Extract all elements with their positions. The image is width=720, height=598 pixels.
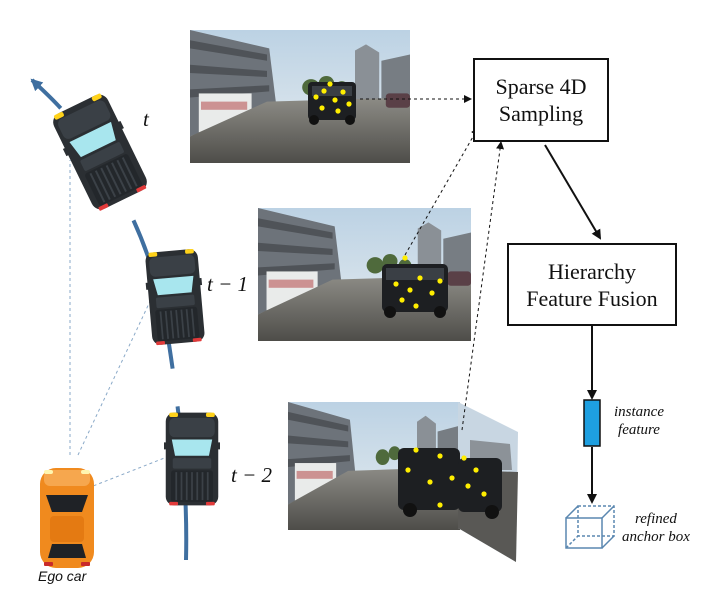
ego-car-label: Ego car (38, 568, 87, 584)
hierarchy-box-line2: Feature Fusion (526, 285, 658, 311)
refined-anchor-box-label: refined anchor box (622, 510, 690, 546)
sampling-arrows (360, 95, 505, 431)
instance-feature-line2: feature (618, 422, 660, 438)
instance-feature-icon (583, 399, 601, 447)
target-vehicle (398, 448, 502, 519)
camera-image (190, 30, 410, 163)
ego-car-icon (40, 468, 94, 568)
instance-feature-label: instance feature (614, 403, 664, 439)
time-label-t-minus-2: t − 2 (231, 463, 273, 487)
instance-feature-line1: instance (614, 404, 664, 420)
refined-line2: anchor box (622, 529, 690, 545)
ego-connections (69, 160, 173, 489)
truck-icon (47, 88, 153, 216)
truck-icon (164, 411, 220, 507)
time-label-t: t (143, 107, 149, 131)
sample-points (405, 447, 487, 508)
refined-line1: refined (634, 511, 677, 527)
sparse-box-line1: Sparse 4D (495, 74, 587, 99)
sample-points (313, 81, 352, 114)
sparse-4d-sampling-box: Sparse 4D Sampling (473, 58, 609, 142)
target-vehicle (382, 264, 448, 318)
sample-points (393, 255, 443, 309)
anchor-box-icon (565, 505, 615, 549)
hierarchy-feature-fusion-box: Hierarchy Feature Fusion (507, 243, 677, 326)
sparse-box-line2: Sampling (498, 101, 584, 126)
camera-image (258, 208, 471, 341)
hierarchy-box-line1: Hierarchy (548, 258, 636, 284)
truck-icon (142, 247, 208, 347)
time-label-t-minus-1: t − 1 (207, 272, 249, 296)
flow-arrow (544, 144, 602, 240)
camera-image (288, 402, 518, 562)
